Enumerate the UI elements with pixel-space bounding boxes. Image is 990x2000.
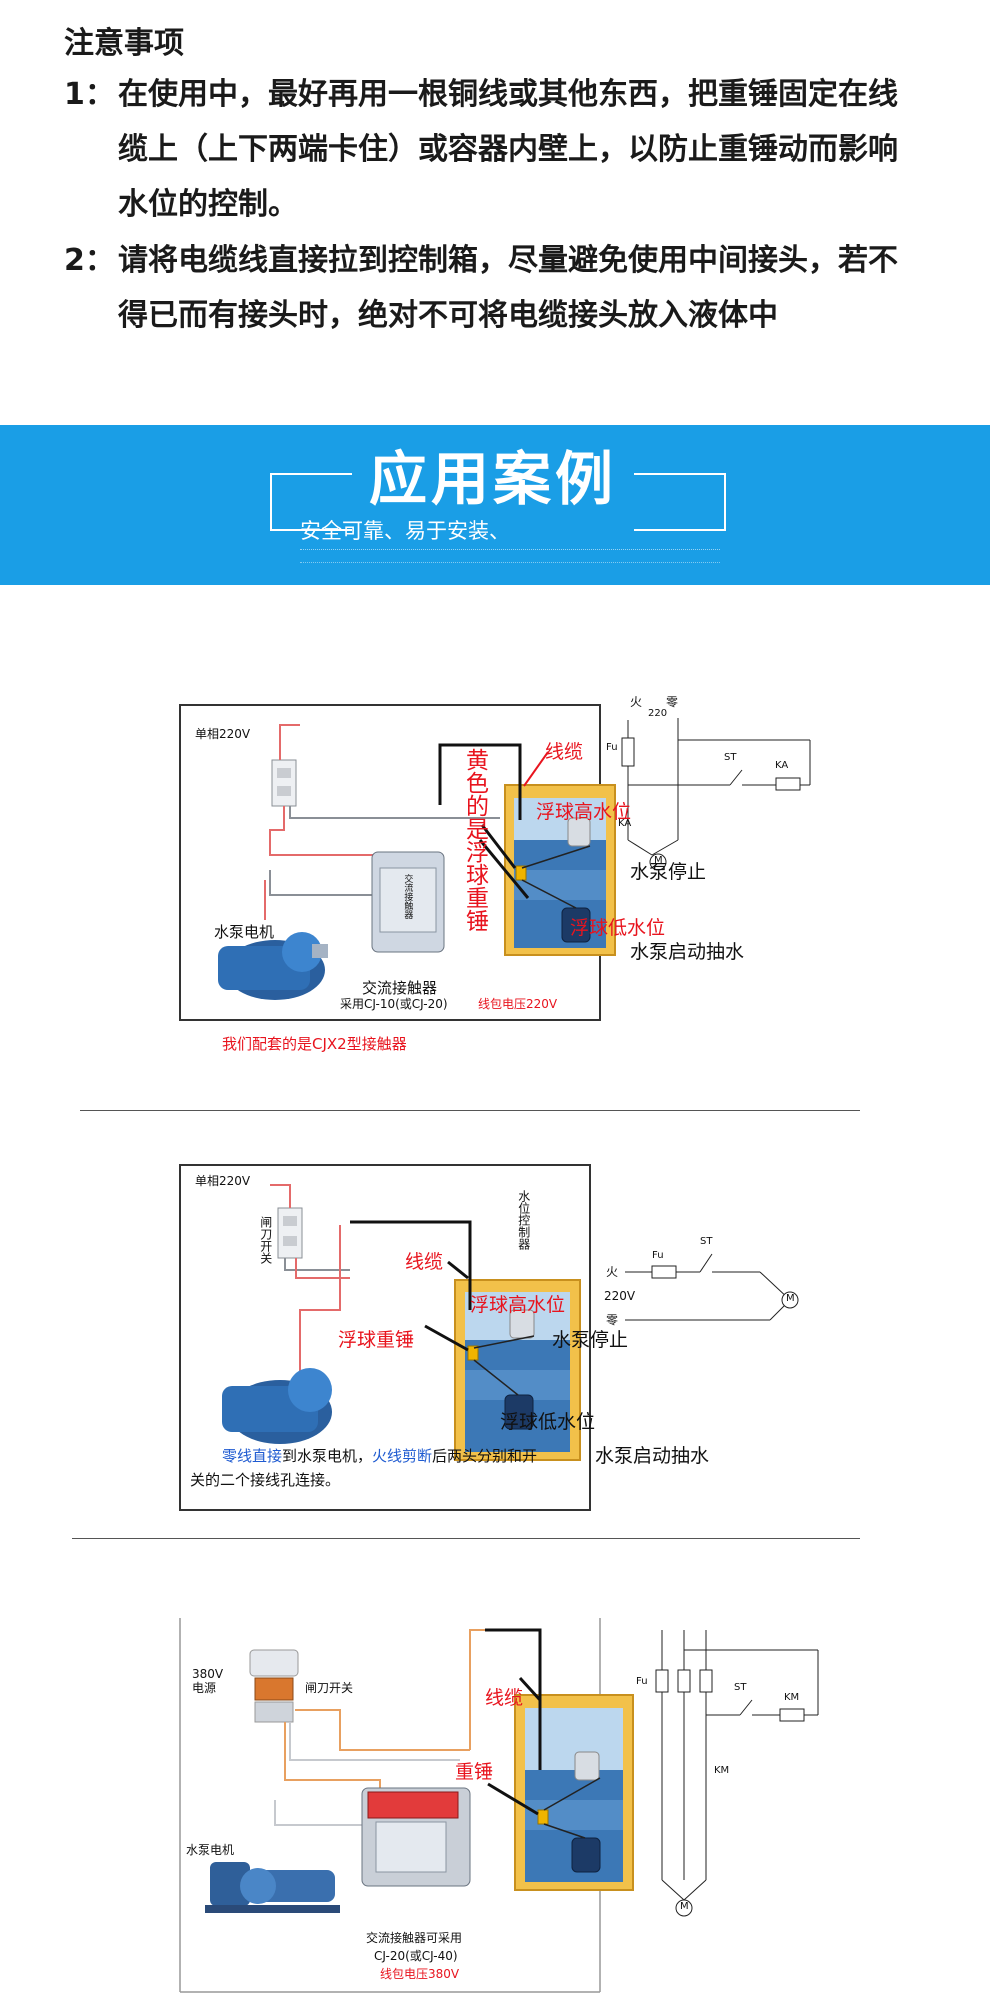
label-contactor-caption: 交流接触器可采用	[366, 1931, 463, 1945]
notes-section: 注意事项 1： 在使用中，最好再用一根铜线或其他东西，把重锤固定在线缆上（上下两…	[64, 22, 964, 343]
schematic-st: ST	[724, 752, 737, 763]
schematic-st: ST	[700, 1236, 713, 1247]
label-float-low: 浮球低水位	[570, 917, 666, 939]
label-380v-power: 380V电源	[192, 1667, 224, 1695]
diagram-2-drawing	[179, 1164, 799, 1511]
caption-fire-cut: 火线剪断	[372, 1447, 433, 1465]
schematic-ka-coil: KA	[775, 760, 789, 771]
note-number: 2：	[64, 243, 115, 278]
label-float-low: 浮球低水位	[500, 1411, 596, 1433]
diagram-three-phase-contactor: 380V电源 闸刀开关 水泵电机 线缆 重锤 交流接触器可采用 CJ-20(或C…	[0, 1600, 990, 2000]
caption-to-motor: 到水泵电机，	[282, 1447, 373, 1465]
label-cable: 线缆	[545, 741, 584, 763]
schematic-ka-contact: KA	[618, 818, 632, 829]
schematic-220v: 220V	[604, 1289, 636, 1303]
banner-frame-right	[634, 473, 726, 531]
schematic-220: 220	[648, 708, 668, 719]
schematic-st: ST	[734, 1682, 747, 1693]
banner-frame-left	[270, 473, 352, 531]
schematic-fire: 火	[606, 1265, 619, 1279]
diagram-single-phase-contactor: 单相220V 水泵电机 交流接触器 交流接触器 采用CJ-10(或CJ-20) …	[0, 690, 990, 1090]
schematic-motor: M	[680, 1901, 689, 1912]
label-knife-switch: 闸刀开关	[258, 1216, 273, 1264]
schematic-km-contact: KM	[714, 1765, 730, 1776]
banner-title: 应用案例	[368, 445, 617, 513]
label-weight: 重锤	[455, 1761, 494, 1783]
label-contactor-caption: 交流接触器	[362, 979, 438, 997]
note-item-2: 2： 请将电缆线直接拉到控制箱，尽量避免使用中间接头，若不得已而有接头时，绝对不…	[64, 233, 964, 343]
label-coil-voltage: 线包电压220V	[478, 997, 558, 1011]
application-banner: 应用案例 安全可靠、易于安装、	[0, 425, 990, 585]
caption-zero-direct: 零线直接	[222, 1447, 283, 1465]
label-matching-contactor: 我们配套的是CJX2型接触器	[222, 1035, 407, 1053]
label-single-phase: 单相220V	[195, 727, 251, 741]
schematic-fu: Fu	[606, 742, 618, 753]
divider	[80, 1110, 860, 1111]
schematic-zero: 零	[666, 695, 679, 709]
schematic-zero: 零	[606, 1313, 619, 1327]
label-cable: 线缆	[485, 1687, 524, 1709]
label-float-high: 浮球高水位	[470, 1294, 566, 1316]
label-pump-stop: 水泵停止	[552, 1329, 629, 1351]
label-float-high: 浮球高水位	[536, 801, 632, 823]
label-wiring-caption: 零线直接到水泵电机，火线剪断后两头分别和开	[222, 1447, 538, 1465]
label-pump-motor: 水泵电机	[214, 923, 275, 941]
label-knife-switch: 闸刀开关	[305, 1681, 354, 1695]
schematic-fire: 火	[630, 695, 643, 709]
note-text: 请将电缆线直接拉到控制箱，尽量避免使用中间接头，若不得已而有接头时，绝对不可将电…	[118, 243, 898, 333]
notes-title: 注意事项	[64, 26, 184, 61]
schematic-fu: Fu	[652, 1250, 664, 1261]
label-cable: 线缆	[405, 1251, 444, 1273]
note-item-1: 1： 在使用中，最好再用一根铜线或其他东西，把重锤固定在线缆上（上下两端卡住）或…	[64, 67, 964, 232]
note-number: 1：	[64, 77, 115, 112]
label-contactor-model: CJ-20(或CJ-40)	[374, 1949, 458, 1963]
label-float-weight: 浮球重锤	[338, 1329, 415, 1351]
banner-fine-print	[300, 549, 720, 563]
banner-subtitle: 安全可靠、易于安装、	[300, 519, 510, 543]
label-coil-voltage: 线包电压380V	[380, 1967, 460, 1981]
label-contactor-model: 采用CJ-10(或CJ-20)	[340, 997, 448, 1011]
note-text: 在使用中，最好再用一根铜线或其他东西，把重锤固定在线缆上（上下两端卡住）或容器内…	[118, 77, 898, 222]
diagram-single-phase-direct: 单相220V 闸刀开关 水位控制器 线缆 浮球高水位 浮球重锤 水泵停止 浮球低…	[0, 1150, 990, 1520]
schematic-km-coil: KM	[784, 1692, 800, 1703]
label-controller: 水位控制器	[516, 1190, 531, 1250]
diagram-3-drawing	[179, 1618, 819, 1993]
label-pump-motor: 水泵电机	[186, 1843, 235, 1857]
label-single-phase: 单相220V	[195, 1174, 251, 1188]
label-pump-stop: 水泵停止	[630, 861, 707, 883]
label-contactor-face: 交流接触器	[402, 874, 413, 919]
diagram-1-drawing	[179, 704, 811, 1021]
label-pump-start: 水泵启动抽水	[595, 1445, 710, 1467]
schematic-motor: M	[786, 1293, 795, 1304]
caption-connect: 后两头分别和开	[432, 1447, 538, 1465]
caption-two-holes: 关的二个接线孔连接。	[190, 1471, 341, 1489]
divider	[72, 1538, 860, 1539]
schematic-fu: Fu	[636, 1676, 648, 1687]
label-yellow-weight-note: 黄色的是浮球重锤	[461, 748, 488, 932]
label-pump-start: 水泵启动抽水	[630, 941, 745, 963]
schematic-motor: M	[654, 855, 663, 866]
